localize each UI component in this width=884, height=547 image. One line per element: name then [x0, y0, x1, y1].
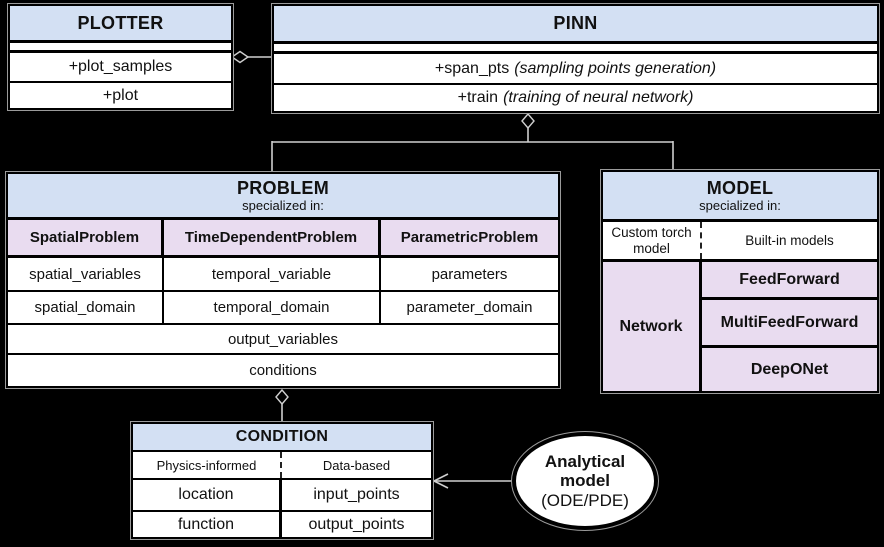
aggregation-diamond-icon	[521, 112, 535, 130]
pinn-method-span-pts-name: +span_pts	[434, 59, 510, 77]
plotter-header: PLOTTER	[10, 6, 231, 43]
model-title: MODEL	[706, 178, 774, 198]
analytical-model-ellipse: Analytical model (ODE/PDE)	[512, 432, 658, 530]
condition-cell-output-points: output_points	[308, 515, 405, 533]
pinn-method-train-name: +train	[457, 89, 499, 106]
problem-title: PROBLEM	[236, 178, 330, 198]
model-class-box: MODEL specialized in: Custom torch model…	[601, 170, 879, 393]
pinn-method-train-note: (training of neural network)	[503, 89, 694, 106]
model-custom-torch-header: Custom torch model	[603, 222, 702, 259]
pinn-method-train: +train (training of neural network)	[274, 85, 877, 111]
problem-cell-parameter-domain: parameter_domain	[406, 299, 533, 316]
analytical-model-line2: model	[559, 471, 611, 491]
pinn-class-box: PINN +span_pts (sampling points generati…	[272, 4, 879, 113]
problem-cell-spatial-domain: spatial_domain	[8, 292, 164, 323]
problem-variables-row: spatial_variables temporal_variable para…	[8, 258, 558, 292]
open-arrowhead-icon	[432, 473, 449, 489]
problem-cell-conditions: conditions	[249, 362, 317, 379]
model-kind-header-row: Custom torch model Built-in models	[603, 222, 877, 262]
problem-col-spatialproblem: SpatialProblem	[8, 220, 164, 255]
problem-subtitle: specialized in:	[242, 198, 324, 213]
condition-cell-location: location	[133, 480, 282, 510]
condition-row-1: location input_points	[133, 480, 431, 512]
model-subtitle: specialized in:	[699, 198, 781, 213]
problem-subclass-header-row: SpatialProblem TimeDependentProblem Para…	[8, 220, 558, 258]
aggregation-diamond-icon	[230, 50, 250, 64]
pinn-method-span-pts: +span_pts (sampling points generation)	[274, 54, 877, 85]
pinn-title: PINN	[553, 13, 598, 33]
pinn-method-span-pts-note: (sampling points generation)	[514, 59, 717, 77]
model-builtin-column: FeedForward MultiFeedForward DeepONet	[702, 262, 877, 391]
plotter-title: PLOTTER	[77, 12, 164, 33]
plotter-method-plot: +plot	[102, 86, 139, 104]
model-multifeedforward-cell: MultiFeedForward	[702, 300, 877, 348]
condition-title: CONDITION	[235, 428, 329, 445]
problem-cell-parameters: parameters	[431, 265, 508, 283]
analytical-model-line3: (ODE/PDE)	[541, 490, 629, 510]
condition-kind-header-row: Physics-informed Data-based	[133, 452, 431, 480]
problem-class-box: PROBLEM specialized in: SpatialProblem T…	[6, 172, 560, 388]
model-network-cell: Network	[603, 262, 702, 391]
problem-header: PROBLEM specialized in:	[8, 174, 558, 220]
problem-domains-row: spatial_domain temporal_domain parameter…	[8, 292, 558, 325]
problem-cell-temporal-variable: temporal_variable	[164, 258, 381, 290]
aggregation-diamond-icon	[275, 388, 289, 406]
condition-data-based-header: Data-based	[322, 457, 391, 473]
pinn-empty-compartment	[274, 44, 877, 54]
problem-cell-spatial-variables: spatial_variables	[8, 258, 164, 290]
model-builtin-header: Built-in models	[745, 233, 834, 248]
model-deeponet-cell: DeepONet	[702, 348, 877, 391]
plotter-class-box: PLOTTER +plot_samples +plot	[8, 4, 233, 110]
condition-row-2: function output_points	[133, 512, 431, 537]
plotter-empty-compartment	[10, 43, 231, 53]
model-header: MODEL specialized in:	[603, 172, 877, 222]
analytical-model-line1: Analytical	[544, 451, 626, 471]
problem-cell-output-variables: output_variables	[8, 325, 558, 355]
condition-cell-function: function	[133, 512, 282, 537]
problem-col-timedependentproblem: TimeDependentProblem	[164, 220, 381, 255]
pinn-header: PINN	[274, 6, 877, 44]
condition-cell-input-points: input_points	[313, 486, 400, 503]
model-feedforward-cell: FeedForward	[702, 262, 877, 300]
problem-col-parametricproblem: ParametricProblem	[381, 220, 558, 255]
problem-cell-temporal-domain: temporal_domain	[164, 292, 381, 323]
condition-physics-informed-header: Physics-informed	[133, 452, 282, 478]
condition-class-box: CONDITION Physics-informed Data-based lo…	[131, 422, 433, 539]
plotter-method-plot-samples: +plot_samples	[10, 53, 231, 83]
condition-header: CONDITION	[133, 424, 431, 452]
model-body: Network FeedForward MultiFeedForward Dee…	[603, 262, 877, 391]
